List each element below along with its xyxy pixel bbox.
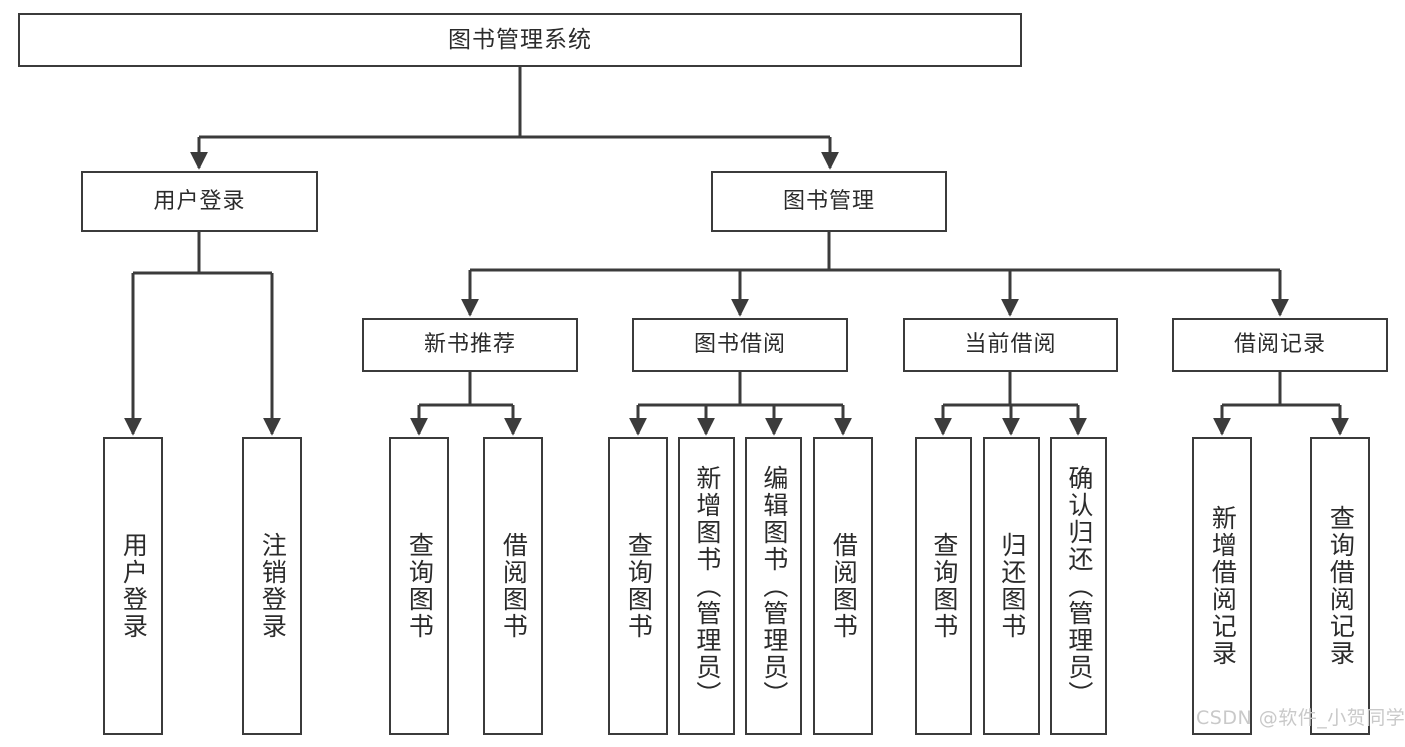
node-root-book-management-system[interactable]: 图书管理系统 — [18, 13, 1022, 67]
leaf-query-book-current[interactable]: 查询图书 — [915, 437, 972, 735]
node-current-borrow[interactable]: 当前借阅 — [903, 318, 1118, 372]
leaf-query-book-recommend[interactable]: 查询图书 — [389, 437, 449, 735]
leaf-add-book-admin[interactable]: 新增图书（管理员） — [678, 437, 735, 735]
leaf-user-login[interactable]: 用户登录 — [103, 437, 163, 735]
node-new-book-recommend[interactable]: 新书推荐 — [362, 318, 578, 372]
leaf-confirm-return-admin[interactable]: 确认归还（管理员） — [1050, 437, 1107, 735]
leaf-query-borrow-record[interactable]: 查询借阅记录 — [1310, 437, 1370, 735]
leaf-edit-book-admin[interactable]: 编辑图书（管理员） — [745, 437, 802, 735]
leaf-logout[interactable]: 注销登录 — [242, 437, 302, 735]
node-book-borrow[interactable]: 图书借阅 — [632, 318, 848, 372]
leaf-borrow-book-recommend[interactable]: 借阅图书 — [483, 437, 543, 735]
leaf-query-book-borrow[interactable]: 查询图书 — [608, 437, 668, 735]
csdn-watermark: CSDN @软件_小贺同学 — [1196, 707, 1405, 729]
leaf-return-book[interactable]: 归还图书 — [983, 437, 1040, 735]
leaf-borrow-book[interactable]: 借阅图书 — [813, 437, 873, 735]
node-book-management[interactable]: 图书管理 — [711, 171, 947, 232]
node-user-login[interactable]: 用户登录 — [81, 171, 318, 232]
leaf-add-borrow-record[interactable]: 新增借阅记录 — [1192, 437, 1252, 735]
node-borrow-record[interactable]: 借阅记录 — [1172, 318, 1388, 372]
